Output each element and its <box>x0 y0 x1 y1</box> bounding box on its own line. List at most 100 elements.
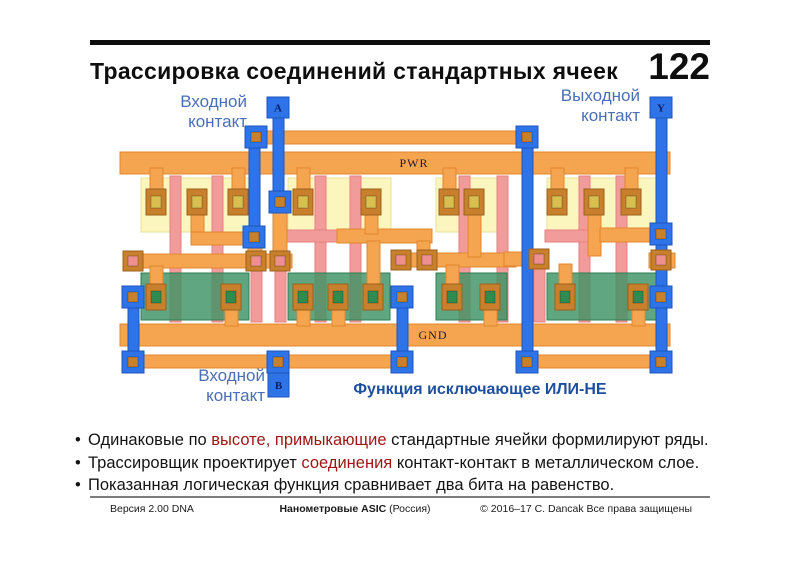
contact-inner <box>632 290 644 304</box>
m1-rect <box>445 264 460 287</box>
poly-rect <box>615 175 628 323</box>
via-inner <box>655 228 667 240</box>
via-inner <box>396 356 408 368</box>
page-number: 122 <box>648 46 710 87</box>
contact-inner <box>533 253 545 265</box>
pin-label-a: A <box>274 103 282 115</box>
m1-rect <box>119 323 671 347</box>
contact-inner <box>421 254 433 266</box>
contact-inner <box>468 195 480 209</box>
m1-rect <box>336 228 433 244</box>
via-inner <box>521 131 533 143</box>
via-inner <box>127 291 139 303</box>
m1-rect <box>231 167 246 193</box>
footer-version: Версия 2.00 DNA <box>110 503 194 515</box>
m1-rect <box>296 307 311 327</box>
m1-rect <box>331 307 346 327</box>
contact-inner <box>225 290 237 304</box>
m1-rect <box>467 211 482 258</box>
m1-rect <box>123 253 293 269</box>
via-inner <box>272 356 284 368</box>
via-inner <box>248 231 260 243</box>
contact-inner <box>150 195 162 209</box>
bullet-item: •Одинаковые по высоте, примыкающие станд… <box>75 431 709 449</box>
m1-rect <box>599 227 651 243</box>
m2-rect <box>248 136 261 238</box>
contact-inner <box>250 255 262 267</box>
m1-rect <box>119 151 671 175</box>
contact-inner <box>191 195 203 209</box>
m1-rect <box>550 167 565 193</box>
input-contact-label-top-line2: контакт <box>188 112 247 131</box>
contact-inner <box>559 290 571 304</box>
m1-rect <box>624 167 639 193</box>
contact-inner <box>395 254 407 266</box>
poly-rect <box>250 267 263 323</box>
bullet-item: •Трассировщик проектирует соединения кон… <box>75 453 700 472</box>
poly-rect <box>496 175 509 323</box>
bullet-item: •Показанная логическая функция сравнивае… <box>75 476 615 494</box>
contact-inner <box>443 195 455 209</box>
via-inner <box>655 356 667 368</box>
contact-inner <box>297 290 309 304</box>
m1-rect <box>149 265 164 287</box>
bullet-list: •Одинаковые по высоте, примыкающие станд… <box>75 429 755 497</box>
via-inner <box>274 196 286 208</box>
poly-rect <box>169 175 182 323</box>
rail-label-gnd: GND <box>419 328 448 342</box>
m1-rect <box>520 354 668 369</box>
function-caption: Функция исключающее ИЛИ-НЕ <box>353 381 607 398</box>
poly-rect <box>314 175 327 323</box>
m1-rect <box>442 167 457 193</box>
contact-inner <box>332 290 344 304</box>
footer-course-rest: (Россия) <box>386 503 431 515</box>
input-contact-label-bottom: Входной контакт <box>150 366 265 406</box>
contact-inner <box>655 254 667 266</box>
contact-inner <box>446 290 458 304</box>
footer-copyright: © 2016–17 C. Dancak Все права защищены <box>480 503 692 515</box>
via-inner <box>655 291 667 303</box>
input-contact-label-top: Входной контакт <box>130 92 247 132</box>
page-title: Трассировка соединений стандартных ячеек <box>90 58 619 84</box>
via-inner <box>250 131 262 143</box>
pin-label-b: B <box>275 380 283 392</box>
footer-course: Нанометровые ASIC (Россия) <box>200 503 510 515</box>
poly-rect <box>533 266 546 323</box>
contact-inner <box>484 290 496 304</box>
contact-inner <box>367 290 379 304</box>
output-contact-label-line2: контакт <box>581 106 640 125</box>
contact-inner <box>127 255 139 267</box>
contact-inner <box>365 195 377 209</box>
output-contact-label: Выходной контакт <box>520 86 640 126</box>
poly-rect <box>211 175 224 323</box>
pin-box-a <box>266 96 290 119</box>
pin-label-y: Y <box>657 103 665 115</box>
contact-inner <box>588 195 600 209</box>
contact-inner <box>232 195 244 209</box>
contact-inner <box>625 195 637 209</box>
pin-box-y <box>649 96 673 119</box>
output-contact-label-line1: Выходной <box>560 86 640 105</box>
input-contact-label-bottom-line1: Входной <box>198 366 265 385</box>
poly-rect <box>349 175 362 323</box>
m1-rect <box>483 307 498 327</box>
m1-rect <box>587 211 602 257</box>
m1-rect <box>631 307 646 327</box>
input-contact-label-bottom-line2: контакт <box>206 386 265 405</box>
rail-label-pwr: PWR <box>399 156 428 170</box>
title-row: Трассировка соединений стандартных ячеек… <box>90 48 710 85</box>
m1-rect <box>149 167 164 193</box>
m1-rect <box>366 240 381 287</box>
m1-rect <box>296 167 311 193</box>
footer-rule <box>90 496 710 498</box>
input-contact-label-top-line1: Входной <box>180 92 247 111</box>
via-inner <box>521 356 533 368</box>
m1-rect <box>558 263 573 287</box>
pin-box-b <box>267 372 290 398</box>
contact-inner <box>150 290 162 304</box>
m1-rect <box>248 130 535 145</box>
via-inner <box>127 356 139 368</box>
contact-inner <box>551 195 563 209</box>
